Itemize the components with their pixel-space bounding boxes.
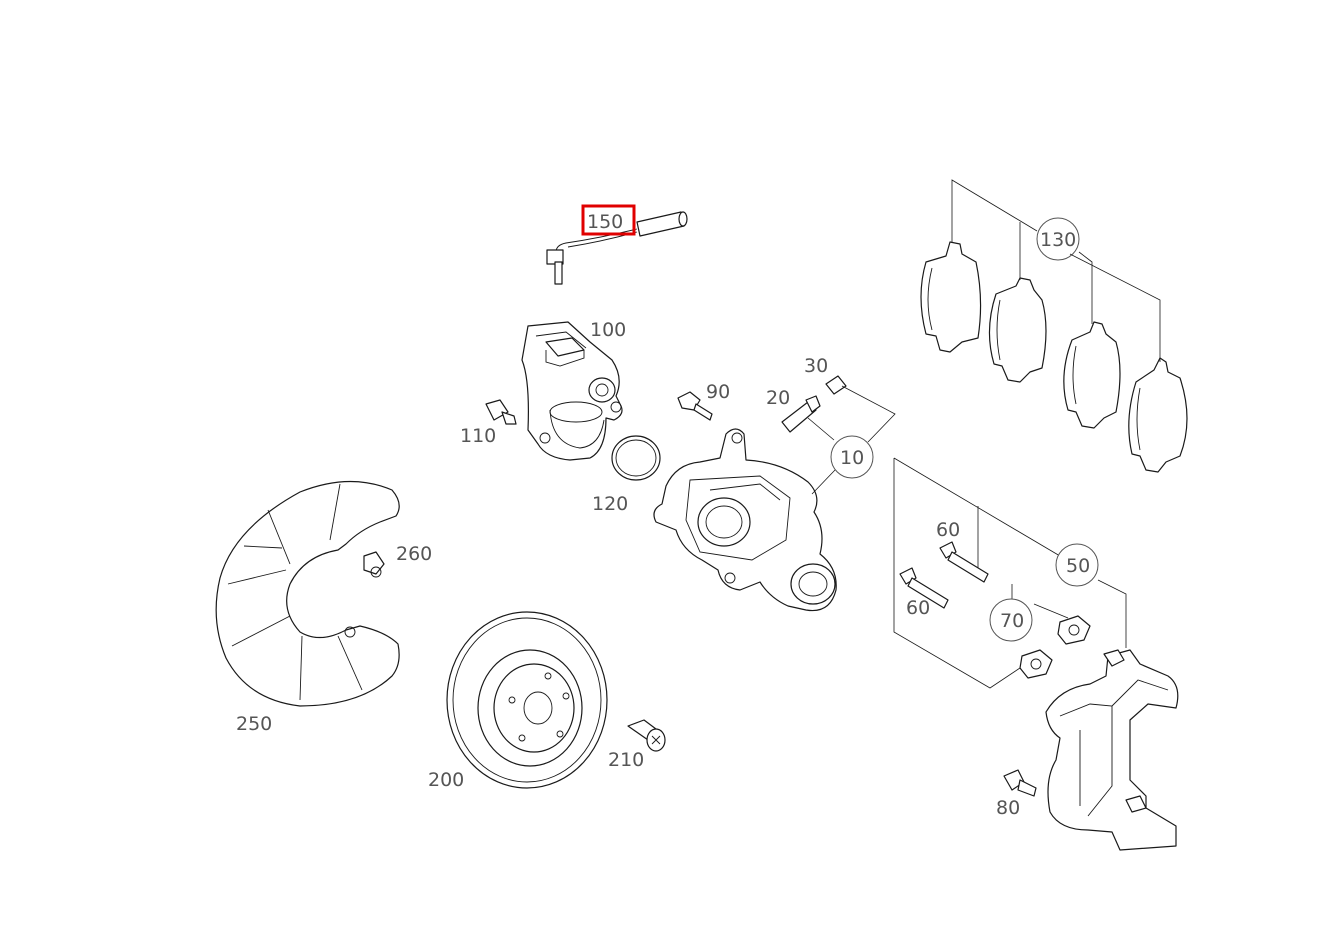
part-260-screw[interactable] <box>363 551 385 578</box>
leader-10 <box>807 385 896 495</box>
callout-label-210[interactable]: 210 <box>608 749 644 771</box>
part-210-disc-screw[interactable] <box>627 719 666 752</box>
callout-label-150[interactable]: 150 <box>587 211 623 233</box>
callout-label-10[interactable]: 10 <box>840 447 864 469</box>
part-20-bleeder-valve[interactable] <box>781 395 821 433</box>
part-70-nut[interactable] <box>1019 615 1091 679</box>
part-110-bolt[interactable] <box>485 399 517 425</box>
part-200-brake-disc[interactable] <box>446 611 608 789</box>
callout-label-80[interactable]: 80 <box>996 797 1020 819</box>
callout-label-120[interactable]: 120 <box>592 493 628 515</box>
part-10-caliper-housing[interactable] <box>653 428 837 612</box>
callout-label-200[interactable]: 200 <box>428 769 464 791</box>
part-90-bolt[interactable] <box>677 391 713 421</box>
part-carrier-bracket[interactable] <box>1045 649 1179 851</box>
part-60-bolt-upper[interactable] <box>939 541 989 583</box>
callout-circle-10[interactable] <box>830 435 874 479</box>
callout-circle-70[interactable] <box>989 598 1033 642</box>
part-100-caliper-actuator[interactable] <box>521 321 623 461</box>
callout-label-90[interactable]: 90 <box>706 381 730 403</box>
part-120-seal-ring[interactable] <box>611 435 661 481</box>
callout-label-100[interactable]: 100 <box>590 319 626 341</box>
callout-label-60-upper[interactable]: 60 <box>936 519 960 541</box>
part-60-bolt-lower[interactable] <box>899 567 949 609</box>
callout-label-260[interactable]: 260 <box>396 543 432 565</box>
callout-label-50[interactable]: 50 <box>1066 555 1090 577</box>
highlight-box-150 <box>581 204 636 236</box>
callout-label-130[interactable]: 130 <box>1040 229 1076 251</box>
part-80-bolt[interactable] <box>1003 769 1037 797</box>
callout-circle-130[interactable] <box>1036 217 1080 261</box>
part-250-dust-shield[interactable] <box>215 480 400 707</box>
callout-label-20[interactable]: 20 <box>766 387 790 409</box>
part-30-cap[interactable] <box>825 375 847 395</box>
callout-label-250[interactable]: 250 <box>236 713 272 735</box>
callout-label-30[interactable]: 30 <box>804 355 828 377</box>
part-130-brake-pads[interactable] <box>920 241 1188 473</box>
callout-label-110[interactable]: 110 <box>460 425 496 447</box>
callout-circle-50[interactable] <box>1055 543 1099 587</box>
callout-label-70[interactable]: 70 <box>1000 610 1024 632</box>
callout-label-60-lower[interactable]: 60 <box>906 597 930 619</box>
leader-50 <box>893 457 1127 689</box>
leader-130 <box>951 179 1161 362</box>
